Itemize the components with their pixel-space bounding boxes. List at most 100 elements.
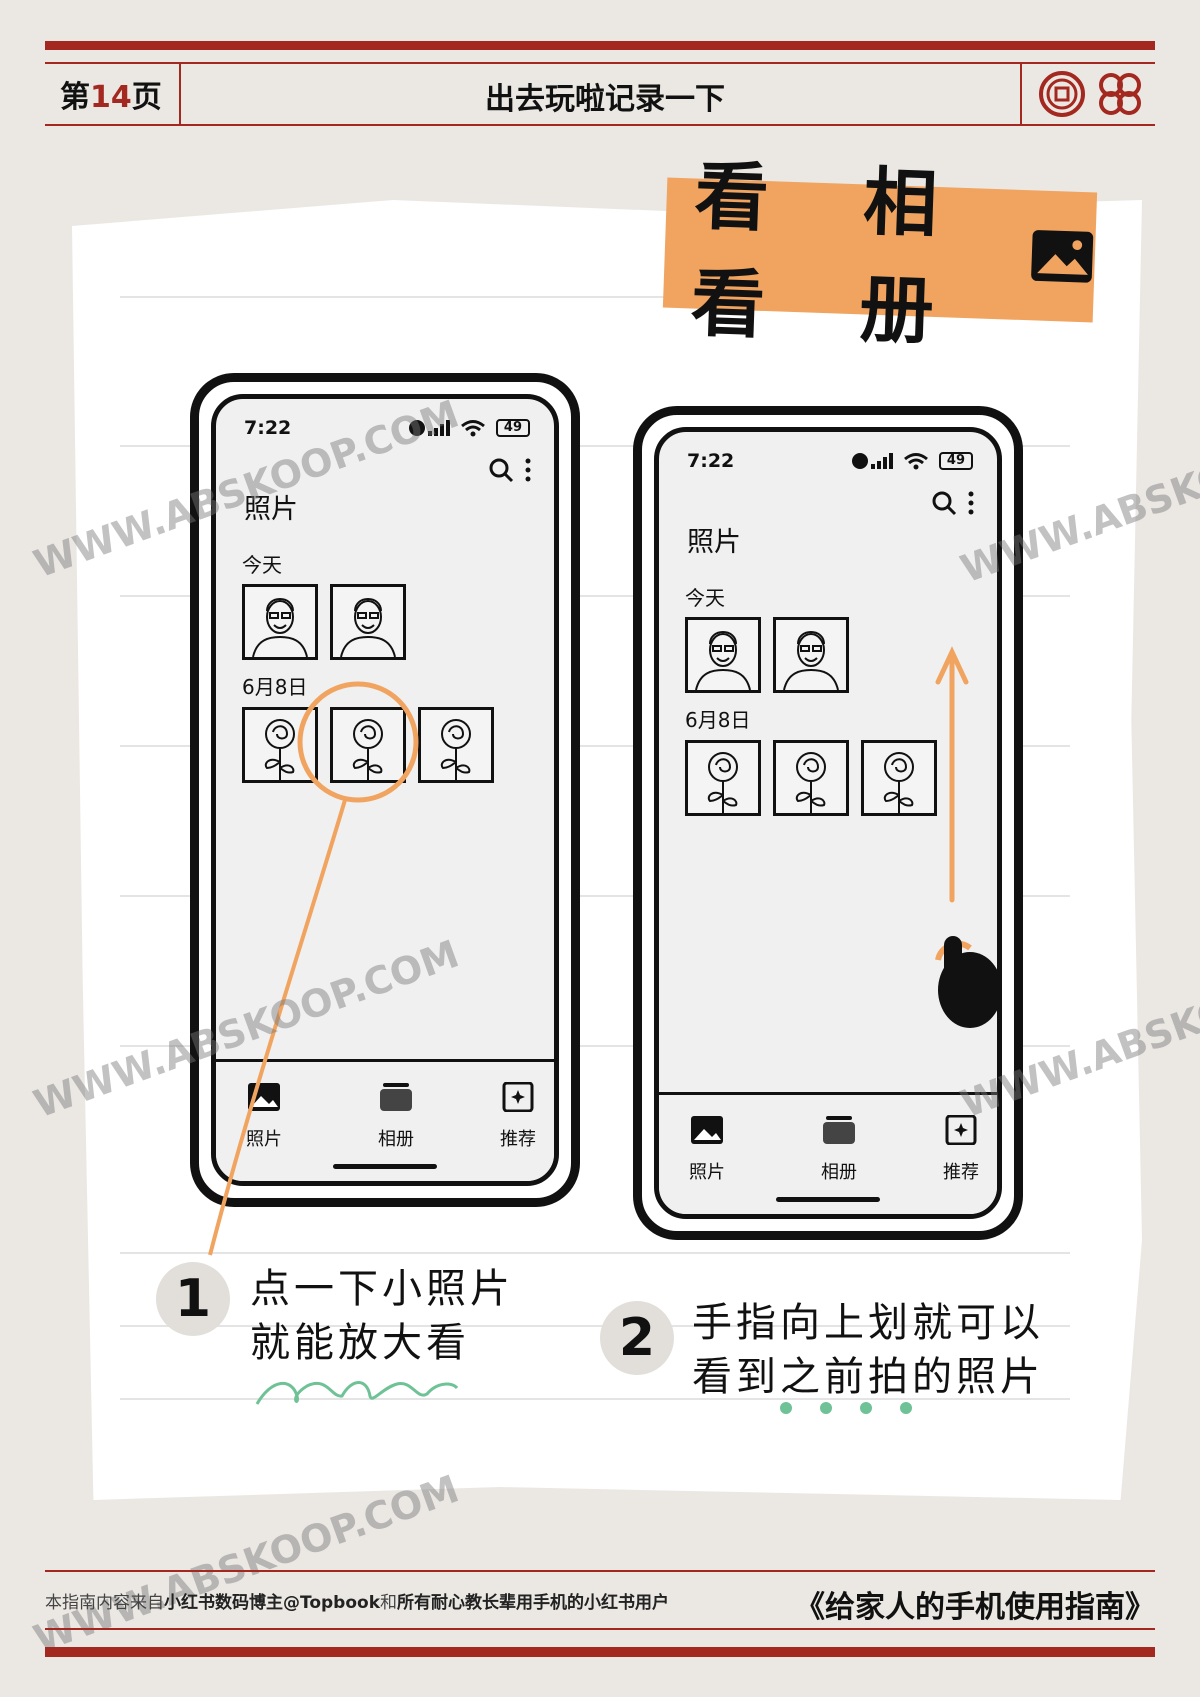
more-options-icon[interactable] [967,490,975,516]
more-options-icon[interactable] [524,457,532,483]
wifi-icon [460,420,485,437]
photos-icon [691,1116,723,1144]
section-banner: 看看 相册 [662,154,1098,355]
ruled-line [120,445,1070,447]
photo-thumbnail-rose[interactable] [861,740,937,816]
footer-line-top [45,1570,1155,1572]
photo-thumbnail-rose[interactable] [242,707,318,783]
phone-screen: 7:22 49 照片 今天 6月8日 照片 相册 推荐 [211,394,559,1186]
status-time: 7:22 [687,450,735,472]
header-line-top [45,62,1155,64]
photo-thumbnail-portrait[interactable] [242,584,318,660]
tab-label: 推荐 [500,1129,536,1150]
tab-label: 相册 [378,1129,414,1150]
photo-thumbnail-portrait[interactable] [773,617,849,693]
camera-cutout [852,453,869,469]
photo-thumbnail-portrait[interactable] [330,584,406,660]
section-date: 6月8日 [242,675,308,699]
search-icon[interactable] [488,457,514,483]
banner-text-album: 相册 [858,159,941,355]
albums-icon [823,1116,855,1144]
bottom-nav: 照片 相册 推荐 [659,1092,997,1214]
recommended-icon [502,1081,534,1113]
footer-line-bottom [45,1628,1155,1630]
ruled-line [120,1045,1070,1047]
bottom-nav: 照片 相册 推荐 [216,1059,554,1181]
ruled-line [120,595,1070,597]
step-1-badge: 1 [156,1262,230,1336]
section-today: 今天 [242,553,282,577]
battery-indicator: 49 [938,452,973,470]
step-2-line-2: 看到之前拍的照片 [692,1354,1044,1400]
step-2-line-1: 手指向上划就可以 [692,1300,1044,1346]
ruled-line [120,296,1070,298]
photo-thumbnail-rose[interactable] [418,707,494,783]
footer-credit: 本指南内容来自小红书数码博主@Topbook和所有耐心教长辈用手机的小红书用户 [45,1588,669,1613]
tab-albums[interactable]: 相册 [799,1115,879,1184]
search-icon[interactable] [931,490,957,516]
header-divider [1020,62,1022,124]
status-bar: 7:22 49 [687,450,973,472]
home-indicator[interactable] [333,1164,437,1169]
recommended-icon [945,1114,977,1146]
photos-icon [248,1083,280,1111]
battery-indicator: 49 [495,419,530,437]
section-today: 今天 [685,586,725,610]
credit-source: 小红书数码博主@Topbook [164,1593,381,1613]
tab-photos[interactable]: 照片 [224,1082,304,1151]
credit-prefix: 本指南内容来自 [45,1593,164,1613]
tab-albums[interactable]: 相册 [356,1082,436,1151]
image-icon [1031,230,1094,283]
header-line-bottom [45,124,1155,126]
coin-icon [1039,71,1085,117]
step-1-text: 点一下小照片 就能放大看 [250,1262,514,1370]
section-date: 6月8日 [685,708,751,732]
tab-label: 照片 [246,1129,282,1150]
signal-icon [427,420,450,436]
photo-thumbnail-rose[interactable] [773,740,849,816]
ruled-line [120,1252,1070,1254]
banner-text-look: 看看 [689,153,773,350]
ruled-line [120,895,1070,897]
tab-label: 照片 [689,1162,725,1183]
albums-icon [380,1083,412,1111]
tab-label: 相册 [821,1162,857,1183]
camera-cutout [409,420,426,436]
page-number-value: 14 [90,80,132,115]
tab-recommended[interactable]: 推荐 [478,1081,554,1151]
tab-photos[interactable]: 照片 [667,1115,747,1184]
tab-label: 推荐 [943,1162,979,1183]
top-red-bar [45,41,1155,50]
photo-thumbnail-portrait[interactable] [685,617,761,693]
step-1-line-2: 就能放大看 [250,1320,470,1366]
credit-users: 所有耐心教长辈用手机的小红书用户 [397,1593,670,1613]
screen-title: 照片 [687,527,741,558]
green-squiggle [255,1381,459,1405]
page-prefix: 第 [60,80,90,115]
page-suffix: 页 [131,80,162,115]
book-title: 《给家人的手机使用指南》 [795,1590,1155,1625]
credit-and: 和 [380,1593,398,1613]
phone-mockup-2: 7:22 49 照片 今天 6月8日 照片 相册 推荐 [633,406,1023,1240]
status-time: 7:22 [244,417,292,439]
page-number: 第14页 [60,72,162,116]
ruled-line [120,745,1070,747]
step-1-line-1: 点一下小照片 [250,1266,514,1312]
phone-screen: 7:22 49 照片 今天 6月8日 照片 相册 推荐 [654,427,1002,1219]
step-2-badge: 2 [600,1301,674,1375]
screen-title: 照片 [244,494,298,525]
knot-icon [1099,73,1141,115]
status-bar: 7:22 49 [244,417,530,439]
bottom-red-bar [45,1647,1155,1657]
ruled-line [120,1325,1070,1327]
green-dots [780,1402,912,1414]
photo-thumbnail-rose[interactable] [330,707,406,783]
signal-icon [870,453,893,469]
tab-recommended[interactable]: 推荐 [921,1114,997,1184]
ruled-line [120,1398,1070,1400]
wifi-icon [903,453,928,470]
header-divider [179,62,181,124]
photo-thumbnail-rose[interactable] [685,740,761,816]
page-title: 出去玩啦记录一下 [485,82,725,117]
home-indicator[interactable] [776,1197,880,1202]
